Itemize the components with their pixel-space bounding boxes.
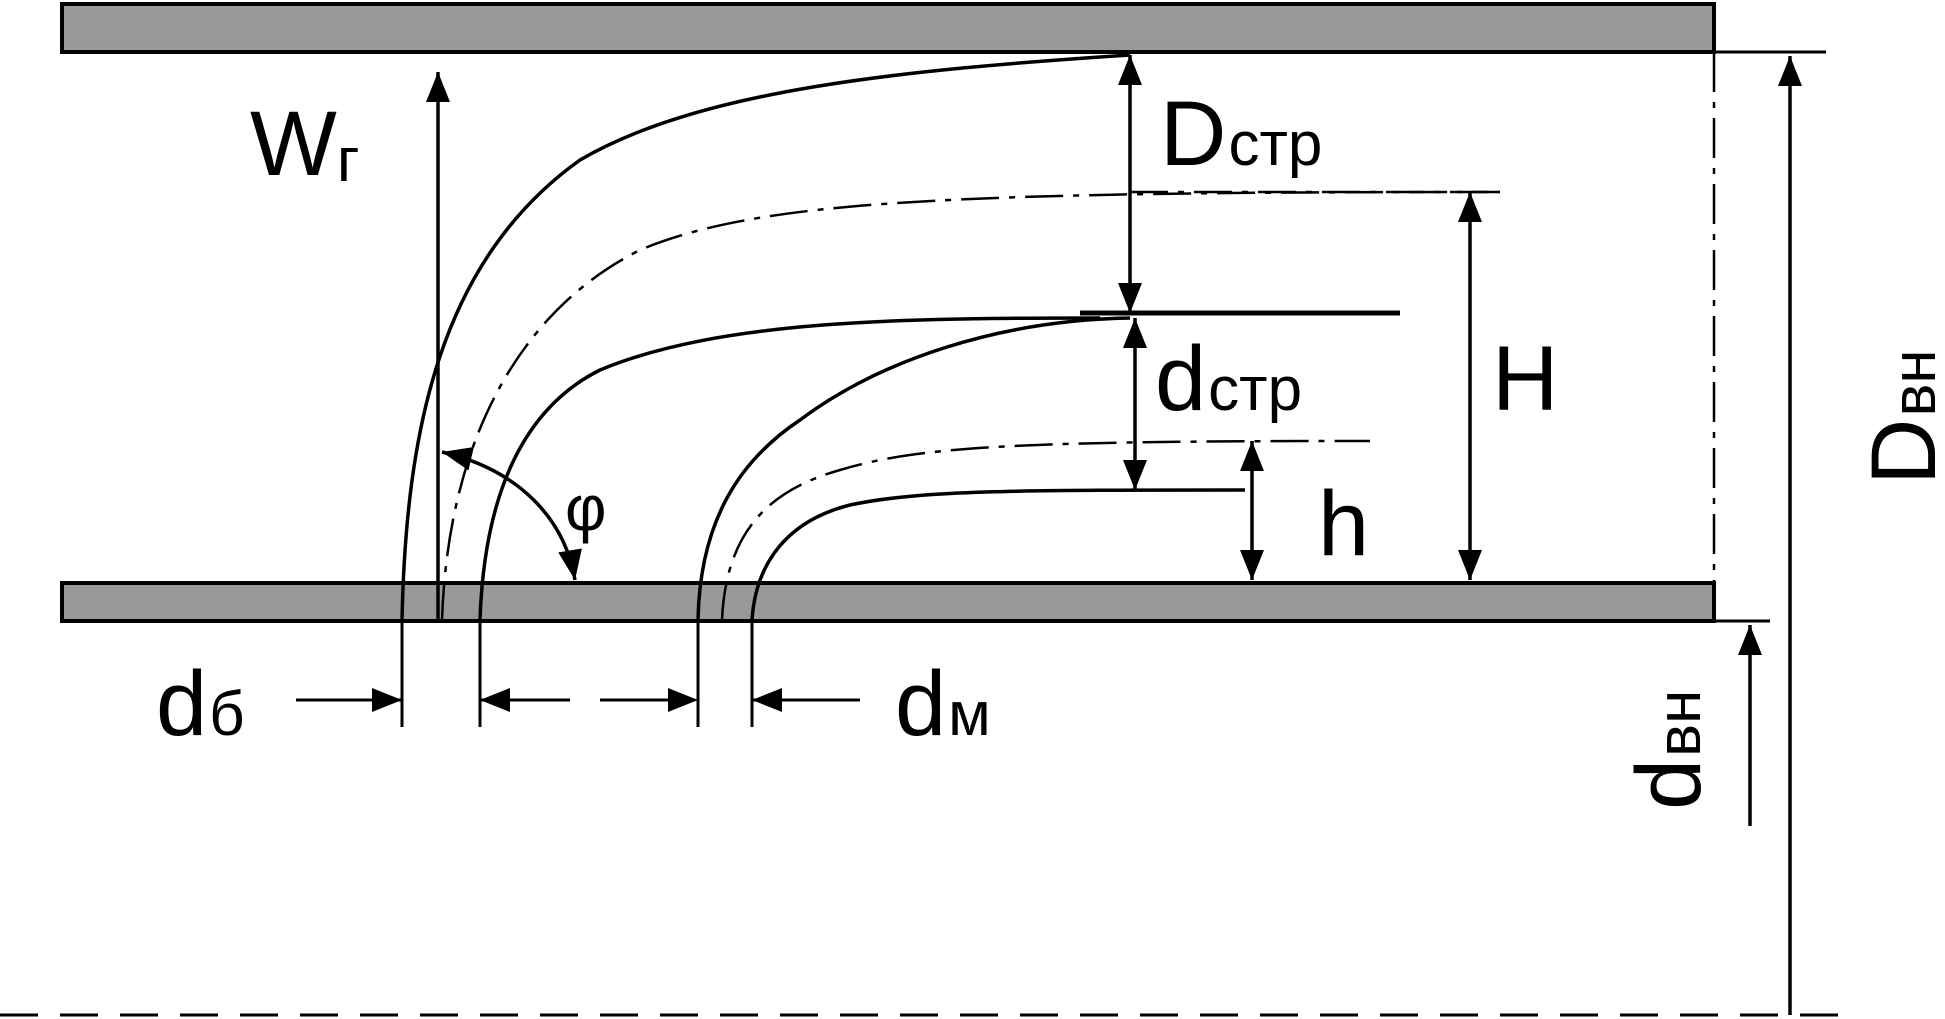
label-wg: Wг	[250, 93, 359, 195]
inner-blade-curve	[696, 316, 1131, 621]
outer-blade-curve	[400, 53, 1131, 621]
label-dvn-small: dвн	[1618, 690, 1720, 810]
bottom-wall	[60, 581, 1716, 623]
label-dstr: Dстр	[1160, 83, 1322, 185]
top-wall	[60, 2, 1716, 54]
inner-blade-inner-curve	[750, 488, 1246, 621]
label-H: H	[1492, 328, 1558, 430]
label-db: dб	[156, 653, 245, 755]
label-phi: φ	[565, 472, 607, 544]
label-dstr-small: dстр	[1155, 328, 1302, 430]
phi-angle-arc	[441, 447, 582, 581]
label-Dvn: Dвн	[1853, 349, 1945, 485]
label-dm: dм	[895, 653, 991, 755]
label-h: h	[1318, 473, 1369, 575]
